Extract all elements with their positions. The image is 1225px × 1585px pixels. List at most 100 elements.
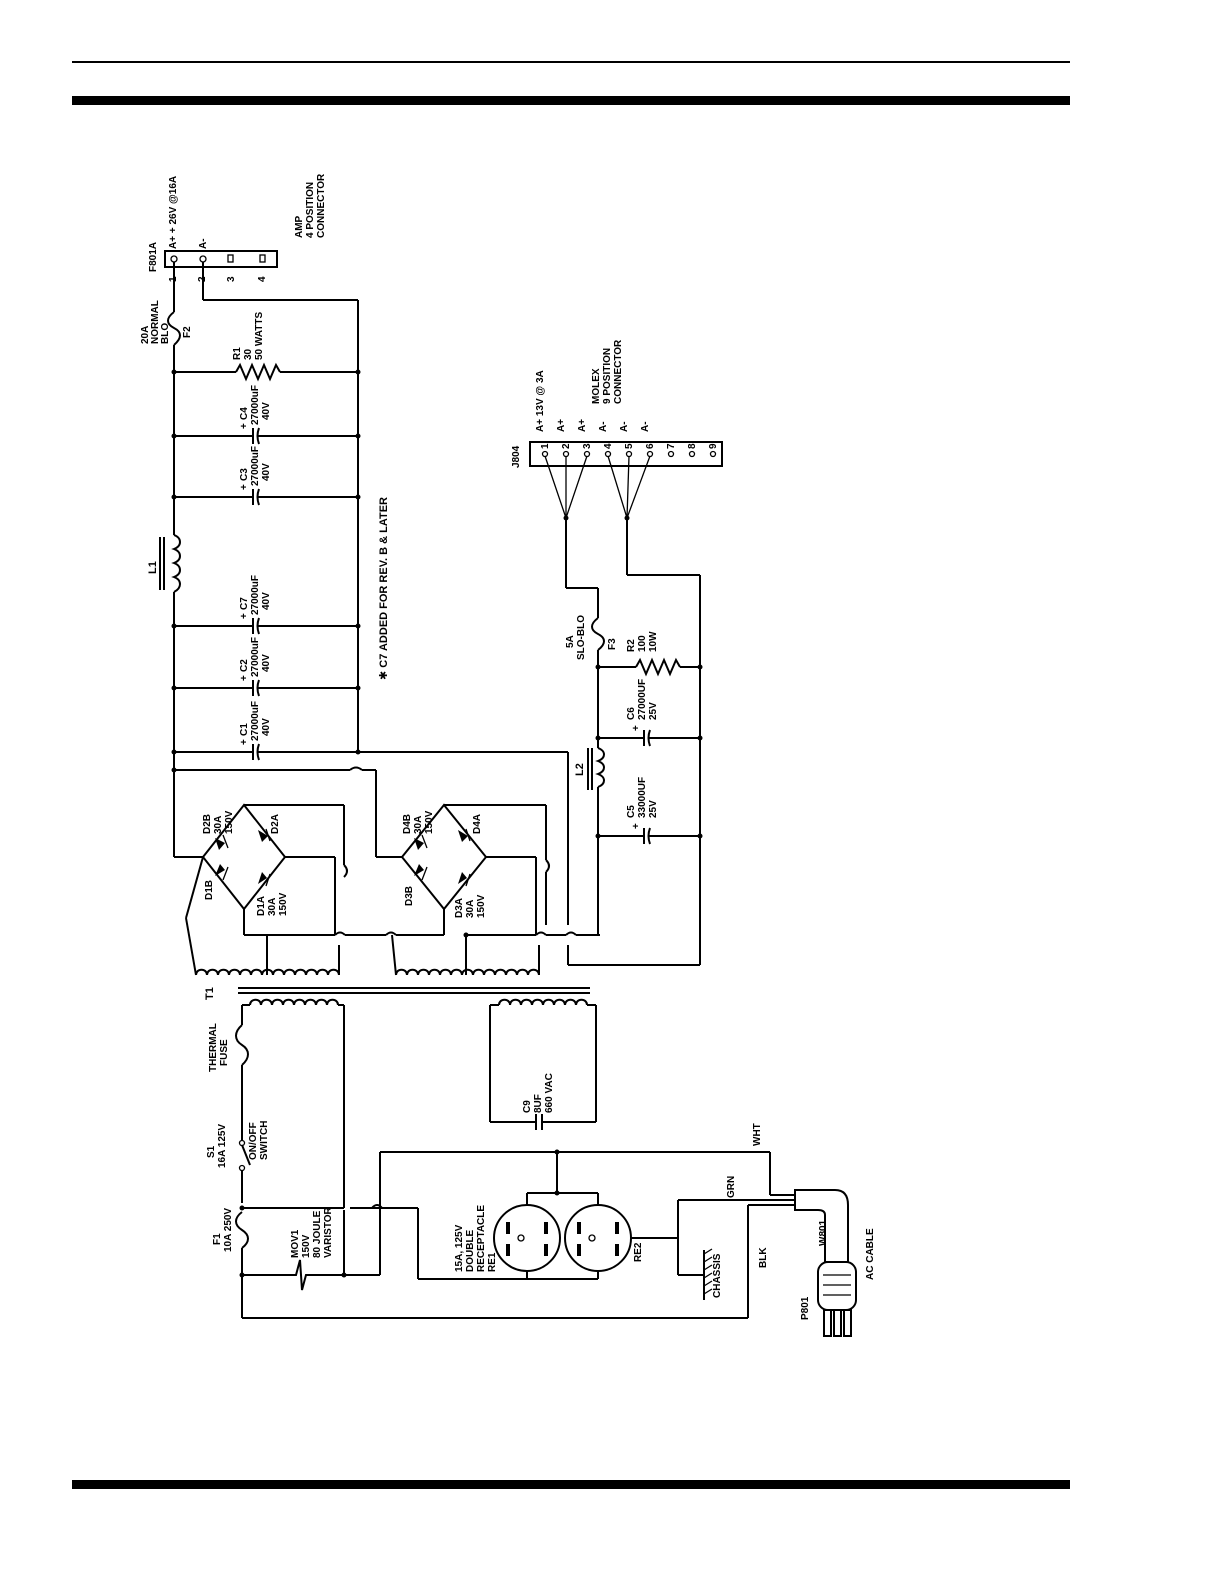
amp-connector-label-1: AMP <box>294 215 305 238</box>
c3-label-3: 40V <box>261 463 272 481</box>
re1-label: RE1 <box>487 1252 498 1272</box>
inductor-l2: L2 <box>574 747 605 935</box>
blk-label: BLK <box>758 1247 769 1268</box>
capacitor-c4: + C4 27000uF 40V <box>174 385 358 445</box>
f3-ref: F3 <box>607 638 618 650</box>
f2-label-2: NORMAL <box>150 300 161 344</box>
j804-pin5-label: A- <box>619 421 630 432</box>
c3-plus: + <box>239 484 250 490</box>
wht-label: WHT <box>752 1123 763 1146</box>
f801a-connector: F801A A+ + 26V @16A A- 1 2 3 4 AMP 4 POS… <box>148 173 327 282</box>
thermal-fuse-label-2: FUSE <box>219 1039 230 1066</box>
c7-revision-note: ✱ C7 ADDED FOR REV. B & LATER <box>378 497 390 680</box>
double-receptacle: 15A, 125V DOUBLE RECEPTACLE RE1 RE2 <box>350 1149 678 1280</box>
r1-label-2: 30 <box>243 348 254 360</box>
c4-label-1: C4 <box>239 407 250 420</box>
mov1-label-2: 150V <box>301 1234 312 1258</box>
l2-label: L2 <box>574 763 586 776</box>
c3-label-2: 27000uF <box>250 446 261 486</box>
amp-connector-label-2: 4 POSITION <box>305 182 316 238</box>
chassis-label: CHASSIS <box>712 1253 723 1298</box>
fuse-f2: 20A NORMAL BLO F2 <box>140 300 193 346</box>
d2b-label-1: D2B <box>202 814 213 834</box>
c3-label-1: C3 <box>239 468 250 481</box>
d3a-label-3: 150V <box>476 894 487 918</box>
f801a-pin3-number: 3 <box>226 276 237 282</box>
f1-label-2: 10A 250V <box>223 1208 234 1252</box>
l1-label: L1 <box>147 561 159 574</box>
molex-label-2: 9 POSITION <box>602 348 613 404</box>
c4-label-2: 27000uF <box>250 385 261 425</box>
j804-connector: J804 A+ 13V @ 3A A+ A+ A- A- A- MOLEX 9 … <box>511 339 723 521</box>
d1a-label-1: D1A <box>256 896 267 916</box>
c7-label-3: 40V <box>261 592 272 610</box>
receptacle-label-2: DOUBLE <box>465 1229 476 1272</box>
d1a-label-3: 150V <box>278 892 289 916</box>
r2-label-3: 10W <box>648 631 659 652</box>
f801a-pin2-label: A- <box>198 238 209 249</box>
c9-label-1: C9 <box>522 1100 533 1113</box>
c6-label-3: 25V <box>648 702 659 720</box>
p801-label: P801 <box>800 1296 811 1320</box>
c7-plus: + <box>239 613 250 619</box>
chassis-ground: CHASSIS GRN <box>677 1176 795 1300</box>
f2-ref: F2 <box>182 326 193 338</box>
c6-label-1: C6 <box>626 707 637 720</box>
j804-pin-number-6: 6 <box>645 443 656 449</box>
amp-connector-label-3: CONNECTOR <box>316 173 327 238</box>
c1-label-2: 27000uF <box>250 701 261 741</box>
f2-label-1: 20A <box>140 326 151 344</box>
c2-label-3: 40V <box>261 654 272 672</box>
inductor-l1: L1 <box>147 534 181 593</box>
ac-cable-label: AC CABLE <box>865 1228 876 1280</box>
r1-label-3: 50 WATTS <box>254 312 265 360</box>
varistor-mov1: MOV1 150V 80 JOULE VARISTOR <box>242 1206 380 1291</box>
mov1-label-1: MOV1 <box>290 1229 301 1258</box>
d3b-label: D3B <box>404 886 415 906</box>
j804-pin1-label: A+ 13V @ 3A <box>535 370 546 432</box>
f3-label-2: SLO-BLO <box>576 615 587 660</box>
d3a-label-1: D3A <box>454 898 465 918</box>
d2b-label-3: 150V <box>224 810 235 834</box>
output-filter-13v: 5A SLO-BLO F3 <box>565 518 701 965</box>
capacitor-c2: + C2 27000uF 40V <box>174 637 358 697</box>
r2-label-2: 100 <box>637 635 648 652</box>
d2a-label: D2A <box>270 814 281 834</box>
capacitor-c1: + C1 27000uF 40V <box>174 701 358 761</box>
c1-plus: + <box>239 739 250 745</box>
c2-label-2: 27000uF <box>250 637 261 677</box>
c2-label-1: C2 <box>239 659 250 672</box>
f801a-pin4-number: 4 <box>257 276 268 282</box>
capacitor-c6: + C6 27000UF 25V <box>595 679 703 747</box>
c1-label-1: C1 <box>239 723 250 736</box>
t1-label: T1 <box>204 987 216 1000</box>
capacitor-c9-winding: C9 8UF 660 VAC <box>489 998 597 1130</box>
d1a-label-2: 30A <box>267 898 278 916</box>
c5-label-1: C5 <box>626 805 637 818</box>
ac-hot-wiring: BLK <box>242 1204 795 1319</box>
bridge-rectifier-2: D4B 30A 150V D4A D3B D3A 30A 150V <box>375 770 547 935</box>
mov1-label-3: 80 JOULE <box>312 1210 323 1258</box>
c7-label-1: C7 <box>239 597 250 610</box>
top-thin-rule <box>72 61 1070 63</box>
capacitor-c5: + C5 33000UF 25V <box>595 777 703 845</box>
molex-label-3: CONNECTOR <box>613 339 624 404</box>
s1-label-2: 16A 125V <box>217 1124 228 1168</box>
receptacle-label-1: 15A, 125V <box>454 1224 465 1272</box>
c7-label-2: 27000uF <box>250 575 261 615</box>
top-thick-rule <box>72 96 1070 105</box>
bridge-1-rail-wires <box>174 751 568 935</box>
capacitor-c3: + C3 27000uF 40V <box>174 446 358 506</box>
j804-pin-number-2: 2 <box>561 443 572 449</box>
c4-label-3: 40V <box>261 402 272 420</box>
j804-pin4-label: A- <box>598 421 609 432</box>
resistor-r1: R1 30 50 WATTS <box>174 312 358 382</box>
grn-label: GRN <box>726 1176 737 1198</box>
j804-pin-number-4: 4 <box>603 443 614 449</box>
d1b-label: D1B <box>204 880 215 900</box>
capacitor-c7: + C7 27000uF 40V <box>174 575 358 635</box>
d3a-label-2: 30A <box>465 900 476 918</box>
ac-cable-w801: W801 P801 AC CABLE <box>794 1189 876 1337</box>
